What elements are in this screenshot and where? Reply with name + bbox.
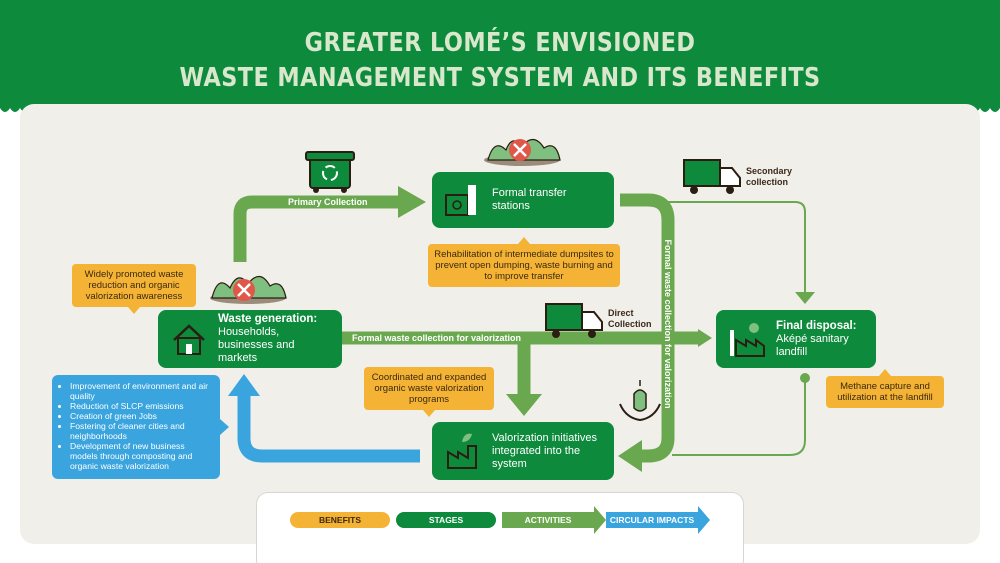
landfill-return-dot [800,373,810,383]
circular-impact-arrow [237,394,420,463]
garbage-truck-icon-secondary [683,159,741,194]
stage-waste-generation: Waste generation: Households, businesses… [158,310,342,368]
wheelie-bin-recycle-icon [305,151,355,193]
stage-final-disposal: Final disposal: Aképé sanitary landfill [716,310,876,368]
down-to-valorization-arrowhead [506,394,542,416]
circular-impacts-list: Improvement of environment and air quali… [60,381,214,471]
impact-item: Fostering of cleaner cities and neighbor… [70,421,214,441]
valorization-text: Valorization initiatives integrated into… [492,431,597,470]
disposal-text: Aképé sanitary landfill [776,332,849,358]
legend-circular-impacts: CIRCULAR IMPACTS [609,515,695,525]
factory-leaf-icon [447,433,477,469]
circular-impacts-box: Improvement of environment and air quali… [52,375,229,479]
title-line-1: Greater Lomé’s envisioned [304,28,696,58]
benefit-rehabilitation: Rehabilitation of intermediate dumpsites… [428,237,620,287]
transfer-station-icon [445,185,476,216]
primary-collection-label: Primary Collection [288,197,368,207]
secondary-collection-label: Secondary collection [746,166,793,187]
transfer-to-valorization-arrow [620,193,675,463]
disposal-title: Final disposal: [776,319,857,332]
no-open-dumping-icon-left [210,275,287,304]
landfill-return-line [672,378,806,456]
impact-item: Creation of green Jobs [70,411,214,421]
impact-item: Development of new business models throu… [70,441,214,471]
impact-item: Reduction of SLCP emissions [70,401,214,411]
house-icon [173,324,205,355]
legend-activities: ACTIVITIES [524,515,572,525]
secondary-collection-line [668,201,806,296]
benefit-methane: Methane capture and utilization at the l… [826,369,944,408]
hands-apple-core-icon [619,380,661,422]
impact-item: Improvement of environment and air quali… [70,381,214,401]
secondary-collection-arrowhead [795,292,815,304]
waste-generation-title: Waste generation: [218,313,318,325]
header-banner [0,0,1000,112]
garbage-truck-icon-direct [545,303,603,338]
circular-impact-arrowhead [228,374,260,396]
no-open-dumping-icon-top [484,138,561,166]
legend-stages: STAGES [396,512,496,528]
stage-valorization: Valorization initiatives integrated into… [432,422,614,480]
direct-collection-label: Direct Collection [608,308,652,329]
landfill-factory-icon [730,323,765,357]
legend-benefits: BENEFITS [290,512,390,528]
transfer-to-valorization-arrowhead [618,440,642,472]
primary-collection-arrowhead [398,186,426,218]
page-title: Greater Lomé’s envisioned waste manageme… [0,26,1000,96]
legend-arrows [502,506,710,534]
transfer-text: Formal transfer stations [492,187,567,212]
stage-transfer-stations: Formal transfer stations [432,172,614,228]
benefit-awareness: Widely promoted waste reduction and orga… [72,264,196,314]
primary-collection-arrow [233,195,400,262]
formal-valorization-arrowhead [698,329,712,347]
benefit-coordinated: Coordinated and expanded organic waste v… [364,367,494,417]
title-line-2: waste management system and its benefits [179,63,821,93]
waste-generation-text: Households, businesses and markets [218,326,295,364]
formal-valorization-label: Formal waste collection for valorization [352,333,522,343]
